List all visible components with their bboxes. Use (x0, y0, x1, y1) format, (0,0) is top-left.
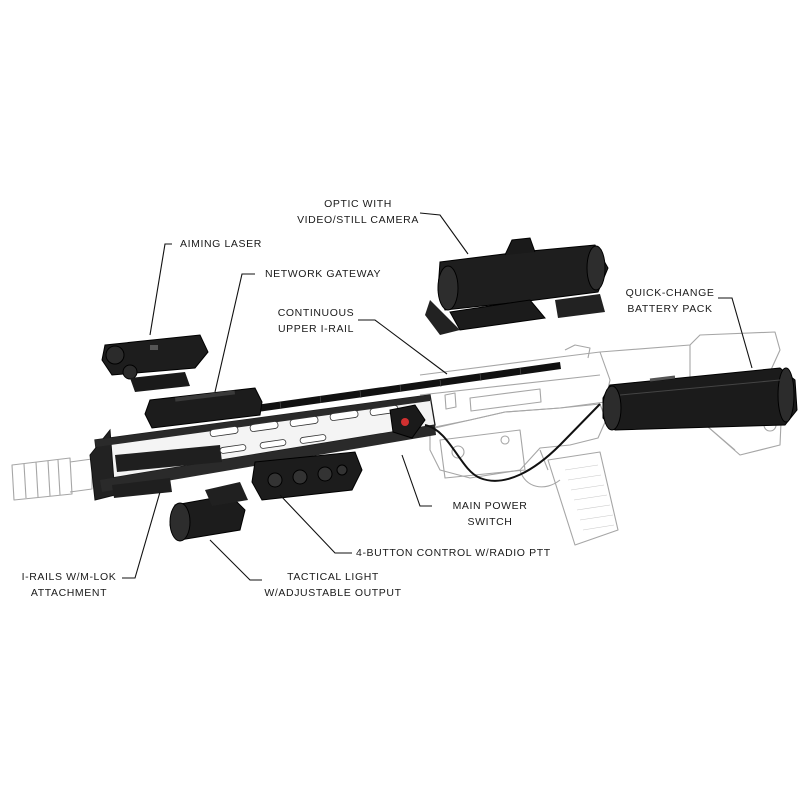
aiming-laser-label: AIMING LASER (180, 236, 262, 252)
network-gateway-leader (214, 273, 255, 393)
optic-label-line-1: OPTIC WITH (324, 198, 392, 210)
i-rails-label: I-RAILS W/M-LOK ATTACHMENT (10, 569, 128, 601)
i-rails-leader (122, 491, 161, 579)
stock-top (599, 331, 781, 373)
muzzle-device (11, 457, 73, 501)
upper-rail-label-line-2: UPPER I-RAIL (277, 323, 355, 335)
tactical-light (169, 482, 248, 542)
pistol-grip (547, 451, 619, 546)
control-leader (279, 494, 352, 554)
battery-pack-label: QUICK-CHANGE BATTERY PACK (610, 285, 730, 317)
battery-pack-leader (718, 297, 753, 369)
upper-rail-leader (358, 319, 448, 375)
main-power-switch (389, 403, 601, 482)
leader-lines (122, 212, 753, 581)
rifle-outline (11, 331, 783, 546)
power-switch-label: MAIN POWER SWITCH (435, 498, 545, 530)
network-gateway-label: NETWORK GATEWAY (265, 266, 381, 282)
optic-leader (419, 212, 469, 255)
tactical-light-label: TACTICAL LIGHT W/ADJUSTABLE OUTPUT (258, 569, 408, 601)
control-label: 4-BUTTON CONTROL W/RADIO PTT (356, 545, 551, 561)
optic (425, 237, 609, 335)
battery-pack-label-line-1: QUICK-CHANGE (625, 287, 715, 299)
upper-receiver (419, 351, 611, 431)
barrel (69, 458, 93, 493)
i-rails-label-line-2: ATTACHMENT (30, 587, 108, 599)
power-switch-leader (401, 454, 432, 507)
control-label-line-1: 4-BUTTON CONTROL W/RADIO PTT (356, 547, 551, 559)
handguard (89, 394, 436, 501)
optic-label-line-2: VIDEO/STILL CAMERA (297, 214, 419, 226)
aiming-laser (101, 334, 209, 392)
battery-pack (602, 367, 798, 431)
upper-rail-label: CONTINUOUS UPPER I-RAIL (266, 305, 366, 337)
network-gateway-label-line-1: NETWORK GATEWAY (265, 268, 382, 280)
network-gateway (144, 387, 263, 429)
power-switch-label-line-1: MAIN POWER (452, 500, 528, 512)
optic-label: OPTIC WITH VIDEO/STILL CAMERA (288, 196, 428, 228)
upper-rail-label-line-1: CONTINUOUS (277, 307, 355, 319)
four-button-control (251, 451, 363, 501)
aiming-laser-leader (149, 243, 172, 336)
aiming-laser-label-line-1: AIMING LASER (180, 238, 262, 250)
power-switch-label-line-2: SWITCH (467, 516, 513, 528)
components (89, 237, 798, 542)
battery-pack-label-line-2: BATTERY PACK (627, 303, 713, 315)
tactical-light-label-line-1: TACTICAL LIGHT (287, 571, 379, 583)
tactical-light-leader (209, 539, 262, 581)
lower-receiver (429, 403, 607, 479)
tactical-light-label-line-2: W/ADJUSTABLE OUTPUT (264, 587, 402, 599)
i-rails-label-line-1: I-RAILS W/M-LOK (21, 571, 117, 583)
